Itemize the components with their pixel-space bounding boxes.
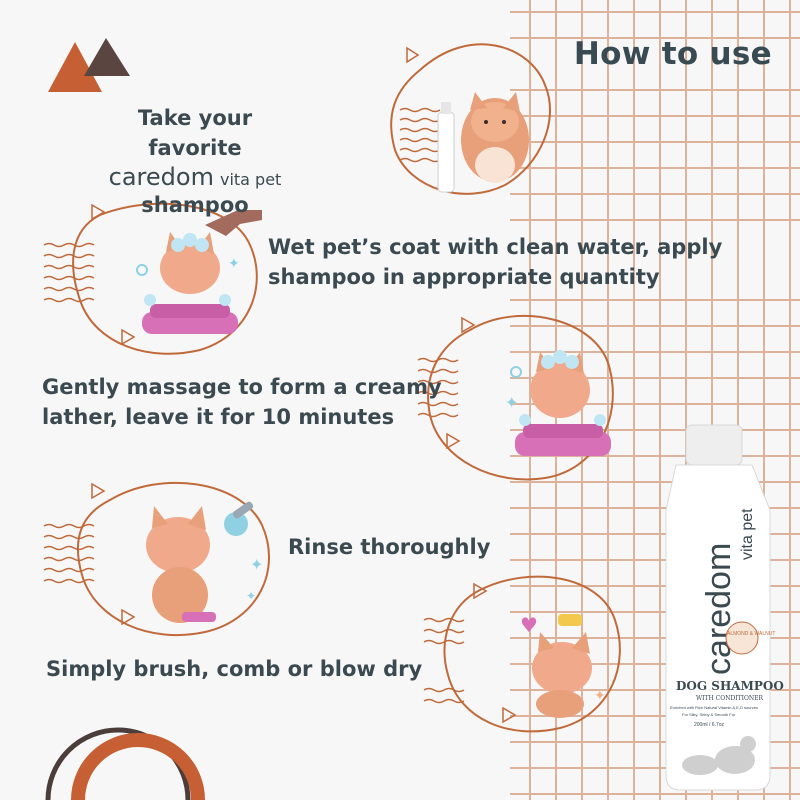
step-1-line1: Take your favorite xyxy=(137,106,253,161)
step-4-text: Rinse thoroughly xyxy=(288,535,491,559)
arches-icon xyxy=(45,727,205,800)
step5-illustration: ♥ ✦ xyxy=(423,575,621,733)
svg-text:✦: ✦ xyxy=(250,555,263,574)
bottle-sub: vita pet xyxy=(739,508,756,560)
bottle-brand: caredom xyxy=(700,543,738,675)
svg-text:✦: ✦ xyxy=(246,589,256,603)
svg-text:♥: ♥ xyxy=(520,613,538,637)
bottle-desc1: Enriched with Rich Natural Vitamin A,E,D… xyxy=(670,705,758,710)
mountains-icon xyxy=(48,38,130,92)
brand-sub: vita pet xyxy=(219,169,282,189)
brand-name: caredom xyxy=(108,162,214,191)
step-3-line2: lather, leave it for 10 minutes xyxy=(42,405,395,430)
bottle-variant: WITH CONDITIONER xyxy=(696,695,764,702)
page-title: How to use xyxy=(573,36,772,72)
step-5-text: Simply brush, comb or blow dry xyxy=(46,657,423,681)
svg-text:✦: ✦ xyxy=(228,256,240,272)
step-3-text: Gently massage to form a creamy lather, … xyxy=(42,372,462,433)
bottle-pets-icon xyxy=(682,736,756,775)
step-1-line3: shampoo xyxy=(141,193,249,218)
step-2-text: Wet pet’s coat with clean water, apply s… xyxy=(268,232,788,293)
step3-illustration: ✦ xyxy=(417,315,614,481)
step1-illustration xyxy=(390,43,551,195)
step-2-line2: shampoo in appropriate quantity xyxy=(268,265,660,290)
bottle-desc2: For Silky, Shiny & Smooth Fur xyxy=(682,712,736,717)
bottle-volume: 200ml / 6.7oz xyxy=(694,722,725,728)
step-3-line1: Gently massage to form a creamy xyxy=(42,375,442,399)
step-2-line1: Wet pet’s coat with clean water, apply xyxy=(268,235,723,259)
bottle-name: DOG SHAMPOO xyxy=(676,679,784,693)
svg-text:✦: ✦ xyxy=(594,688,606,704)
svg-text:✦: ✦ xyxy=(505,393,518,412)
step4-illustration: ✦ ✦ xyxy=(43,481,270,637)
bottle-badge: ALMOND & WALNUT xyxy=(727,631,775,637)
step2-illustration: ✦ xyxy=(43,202,262,355)
